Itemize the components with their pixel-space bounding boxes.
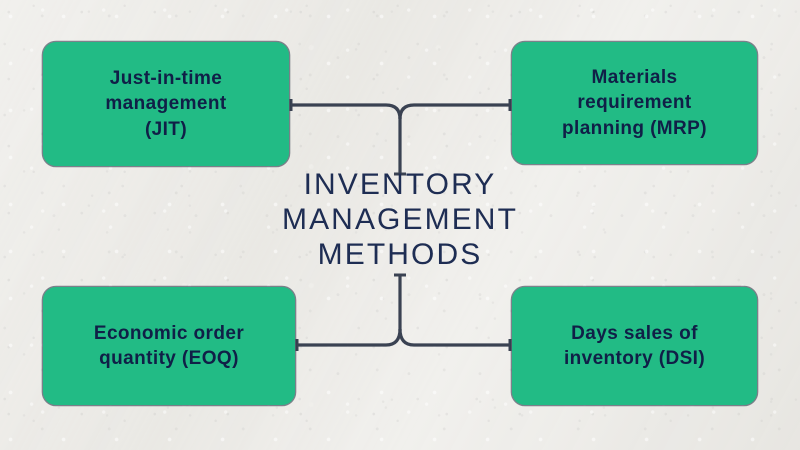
diagram-title: INVENTORY MANAGEMENT METHODS [281,168,518,271]
node-label: Days sales of inventory (DSI) [563,322,706,369]
connector-bottom-left-arm [296,328,402,347]
node-label: Materials requirement planning (MRP) [562,67,707,139]
node-just-in-time-management[interactable]: Just-in-time management (JIT) [43,42,289,166]
node-label: Just-in-time management (JIT) [105,68,227,140]
node-label: Economic order quantity (EOQ) [93,322,245,369]
connector-top-left-arm [290,103,402,120]
node-economic-order-quantity[interactable]: Economic order quantity (EOQ) [43,287,295,405]
connector-bottom-right-arm [398,328,511,347]
node-materials-requirement-planning[interactable]: Materials requirement planning (MRP) [512,42,757,164]
node-days-sales-of-inventory[interactable]: Days sales of inventory (DSI) [512,287,757,405]
connector-top-right-arm [398,103,511,120]
